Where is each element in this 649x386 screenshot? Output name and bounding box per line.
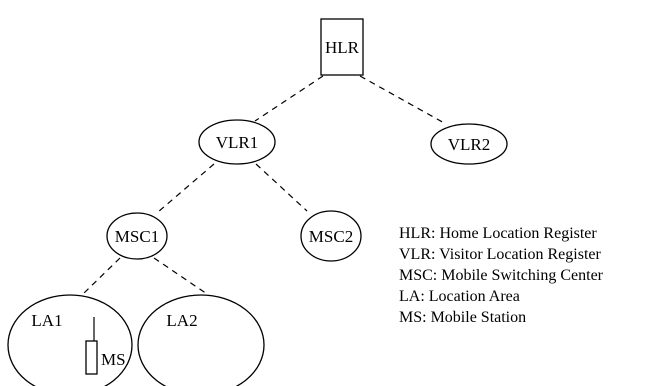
legend-item-msc: MSC: Mobile Switching Center (399, 267, 604, 284)
msc1-ellipse (106, 212, 168, 260)
link-msc1-la1 (81, 257, 121, 296)
la2-label: LA2 (166, 311, 197, 330)
msc2-label: MSC2 (309, 227, 353, 246)
hlr-node: HLR (320, 18, 364, 76)
hlr-label: HLR (325, 38, 360, 57)
msc1-node: MSC1 (106, 212, 168, 260)
la1-label: LA1 (31, 311, 62, 330)
link-vlr1-msc2 (255, 163, 308, 212)
msc2-ellipse (300, 210, 362, 262)
link-hlr-vlr2 (359, 75, 447, 125)
vlr1-label: VLR1 (216, 133, 259, 152)
link-vlr1-msc1 (157, 163, 215, 213)
legend-item-ms: MS: Mobile Station (399, 309, 526, 326)
vlr2-label: VLR2 (448, 135, 491, 154)
legend-item-hlr: HLR: Home Location Register (399, 225, 597, 242)
la2-ellipse (137, 294, 265, 386)
la2-node: LA2 (137, 294, 265, 386)
vlr2-node: VLR2 (430, 123, 508, 165)
vlr2-ellipse (430, 123, 508, 165)
legend-item-vlr: VLR: Visitor Location Register (399, 246, 602, 263)
vlr1-ellipse (198, 119, 276, 165)
vlr1-node: VLR1 (198, 119, 276, 165)
msc1-label: MSC1 (115, 227, 159, 246)
la1-node: LA1 (7, 294, 133, 386)
mobile-station: MS (85, 317, 126, 375)
link-hlr-vlr1 (254, 75, 324, 122)
la1-ellipse (7, 294, 133, 386)
link-msc1-la2 (153, 257, 211, 297)
mobile-station-icon (85, 340, 98, 375)
legend: HLR: Home Location Register VLR: Visitor… (399, 225, 604, 326)
hlr-box (320, 18, 364, 76)
msc2-node: MSC2 (300, 210, 362, 262)
ms-label: MS (101, 350, 126, 369)
legend-item-la: LA: Location Area (399, 288, 520, 305)
